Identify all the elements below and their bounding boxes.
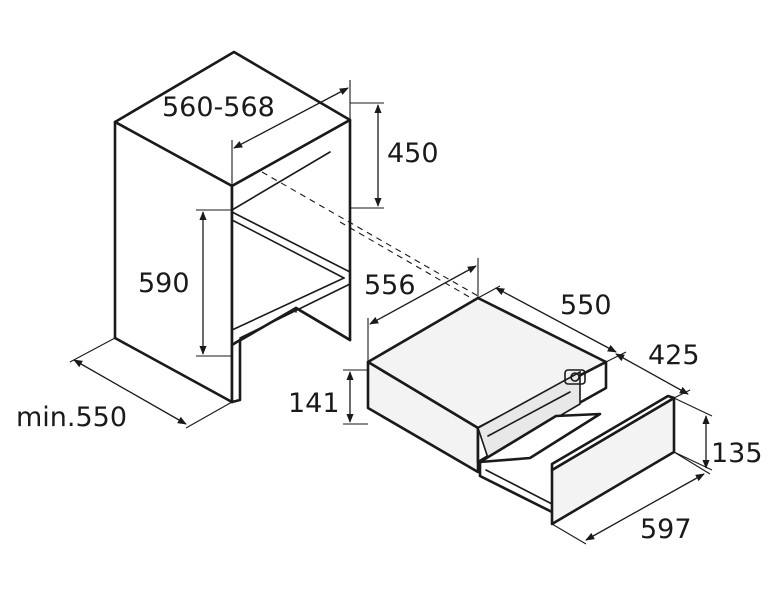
label-niche-gap-height: 450 xyxy=(387,138,439,169)
label-niche-height: 590 xyxy=(138,268,190,299)
control-knob-icon xyxy=(564,369,586,385)
warming-drawer xyxy=(366,296,676,526)
label-niche-depth: min.550 xyxy=(16,402,127,433)
dimension-lines xyxy=(69,80,713,545)
cabinet-niche xyxy=(113,50,352,404)
label-front-width: 597 xyxy=(640,514,692,545)
label-front-height: 135 xyxy=(711,438,763,469)
label-drawer-height: 141 xyxy=(288,388,340,419)
label-drawer-depth: 556 xyxy=(364,270,416,301)
label-drawer-pullout: 425 xyxy=(648,340,700,371)
label-drawer-body-depth: 550 xyxy=(560,290,612,321)
label-niche-width: 560-568 xyxy=(162,92,275,123)
